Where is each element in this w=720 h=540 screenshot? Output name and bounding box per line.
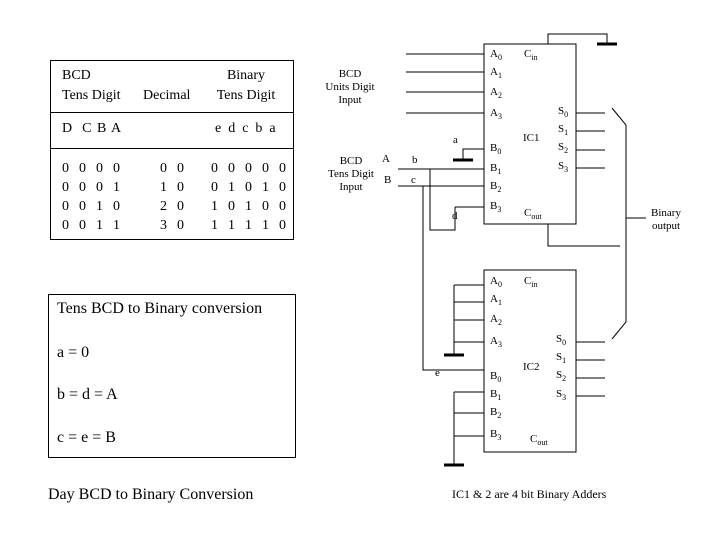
- ic2-pin-b3: B3: [490, 428, 502, 443]
- wire-label-e: e: [435, 367, 440, 379]
- ic1-pin-b0: B0: [490, 142, 502, 157]
- ic1-pin-s0: S0: [558, 105, 569, 120]
- wire-A-to-d: [429, 169, 456, 231]
- table-row: 0 0 1 1: [62, 218, 121, 233]
- ic2-pin-s2: S2: [556, 369, 567, 384]
- table-cell-decimal: 1 0: [160, 180, 185, 195]
- equation-b-d: b = d = A: [57, 386, 118, 403]
- table-cell-decimal: 2 0: [160, 199, 185, 214]
- ic1-cin-wire: [547, 33, 608, 44]
- ic1-pin-a0: A0: [490, 48, 502, 63]
- conversion-title: Tens BCD to Binary conversion: [57, 300, 263, 317]
- table-cell-binary: 0 0 0 0 0: [211, 161, 287, 176]
- ic1-pin-b3: B3: [490, 200, 502, 215]
- subheader-binary-bits: e d c b a: [215, 121, 276, 136]
- equation-c-e: c = e = B: [57, 429, 116, 446]
- wire-label-b: b: [412, 154, 418, 166]
- ic1-pin-a2: A2: [490, 86, 502, 101]
- ic2-pin-a1: A1: [490, 293, 502, 308]
- tens-A-label: A: [382, 153, 390, 165]
- ic2-pin-b1: B1: [490, 388, 502, 403]
- header-bcd: BCD Tens Digit: [62, 68, 121, 103]
- ic2-pin-cout: Cout: [530, 433, 548, 448]
- ic2-pin-b0: B0: [490, 370, 502, 385]
- binary-output-brace: [611, 107, 627, 340]
- ic2-label: IC2: [523, 361, 540, 373]
- tens-input-label: BCD Tens Digit Input: [328, 155, 374, 193]
- footer-note: IC1 & 2 are 4 bit Binary Adders: [452, 487, 607, 501]
- ic1-pin-a1: A1: [490, 66, 502, 81]
- tens-B-label: B: [384, 174, 392, 186]
- equation-a: a = 0: [57, 344, 90, 361]
- wire-B-to-e: [422, 186, 436, 371]
- ic2-box: [483, 269, 577, 453]
- wire-label-c: c: [411, 174, 416, 186]
- ic2-pin-b2: B2: [490, 406, 502, 421]
- table-divider-1: [50, 112, 294, 113]
- footer-title: Day BCD to Binary Conversion: [48, 486, 254, 503]
- table-row: 0 0 1 0: [62, 199, 121, 214]
- ic1-pin-cin: Cin: [524, 48, 538, 63]
- conversion-box: [48, 294, 296, 458]
- ic1-label: IC1: [523, 132, 540, 144]
- wire-label-d: d: [452, 210, 458, 222]
- ic1-pin-b1: B1: [490, 162, 502, 177]
- table-row: 0 0 0 1: [62, 180, 121, 195]
- ic1-pin-cout: Cout: [524, 207, 542, 222]
- table-cell-binary: 1 0 1 0 0: [211, 199, 287, 214]
- ic1-pin-s1: S1: [558, 123, 569, 138]
- header-binary: Binary Tens Digit: [216, 68, 276, 103]
- ic2-pin-s1: S1: [556, 351, 567, 366]
- ic1-cout-to-ic2-cin: [547, 224, 620, 247]
- units-input-label: BCD Units Digit Input: [325, 68, 375, 106]
- ic2-pin-a0: A0: [490, 275, 502, 290]
- ic1-box: [483, 43, 577, 225]
- header-decimal: Decimal: [143, 88, 191, 103]
- table-cell-binary: 0 1 0 1 0: [211, 180, 287, 195]
- ic1-pin-a3: A3: [490, 107, 502, 122]
- wire-label-a: a: [453, 134, 458, 146]
- binary-output-label: Binary output: [651, 207, 681, 232]
- table-row: 0 0 0 0: [62, 161, 121, 176]
- ic2-pin-a2: A2: [490, 313, 502, 328]
- table-cell-decimal: 0 0: [160, 161, 185, 176]
- ic1-pin-s2: S2: [558, 141, 569, 156]
- subheader-bcd-bits: D C B A: [62, 121, 123, 136]
- ic1-pin-s3: S3: [558, 160, 569, 175]
- truth-table: [50, 60, 294, 240]
- ic2-pin-cin: Cin: [524, 275, 538, 290]
- wire-a-b0: [462, 148, 484, 160]
- table-cell-binary: 1 1 1 1 0: [211, 218, 287, 233]
- ic1-pin-b2: B2: [490, 180, 502, 195]
- table-divider-2: [50, 148, 294, 149]
- ic2-pin-a3: A3: [490, 335, 502, 350]
- table-cell-decimal: 3 0: [160, 218, 185, 233]
- ic2-pin-s0: S0: [556, 333, 567, 348]
- ic2-pin-s3: S3: [556, 388, 567, 403]
